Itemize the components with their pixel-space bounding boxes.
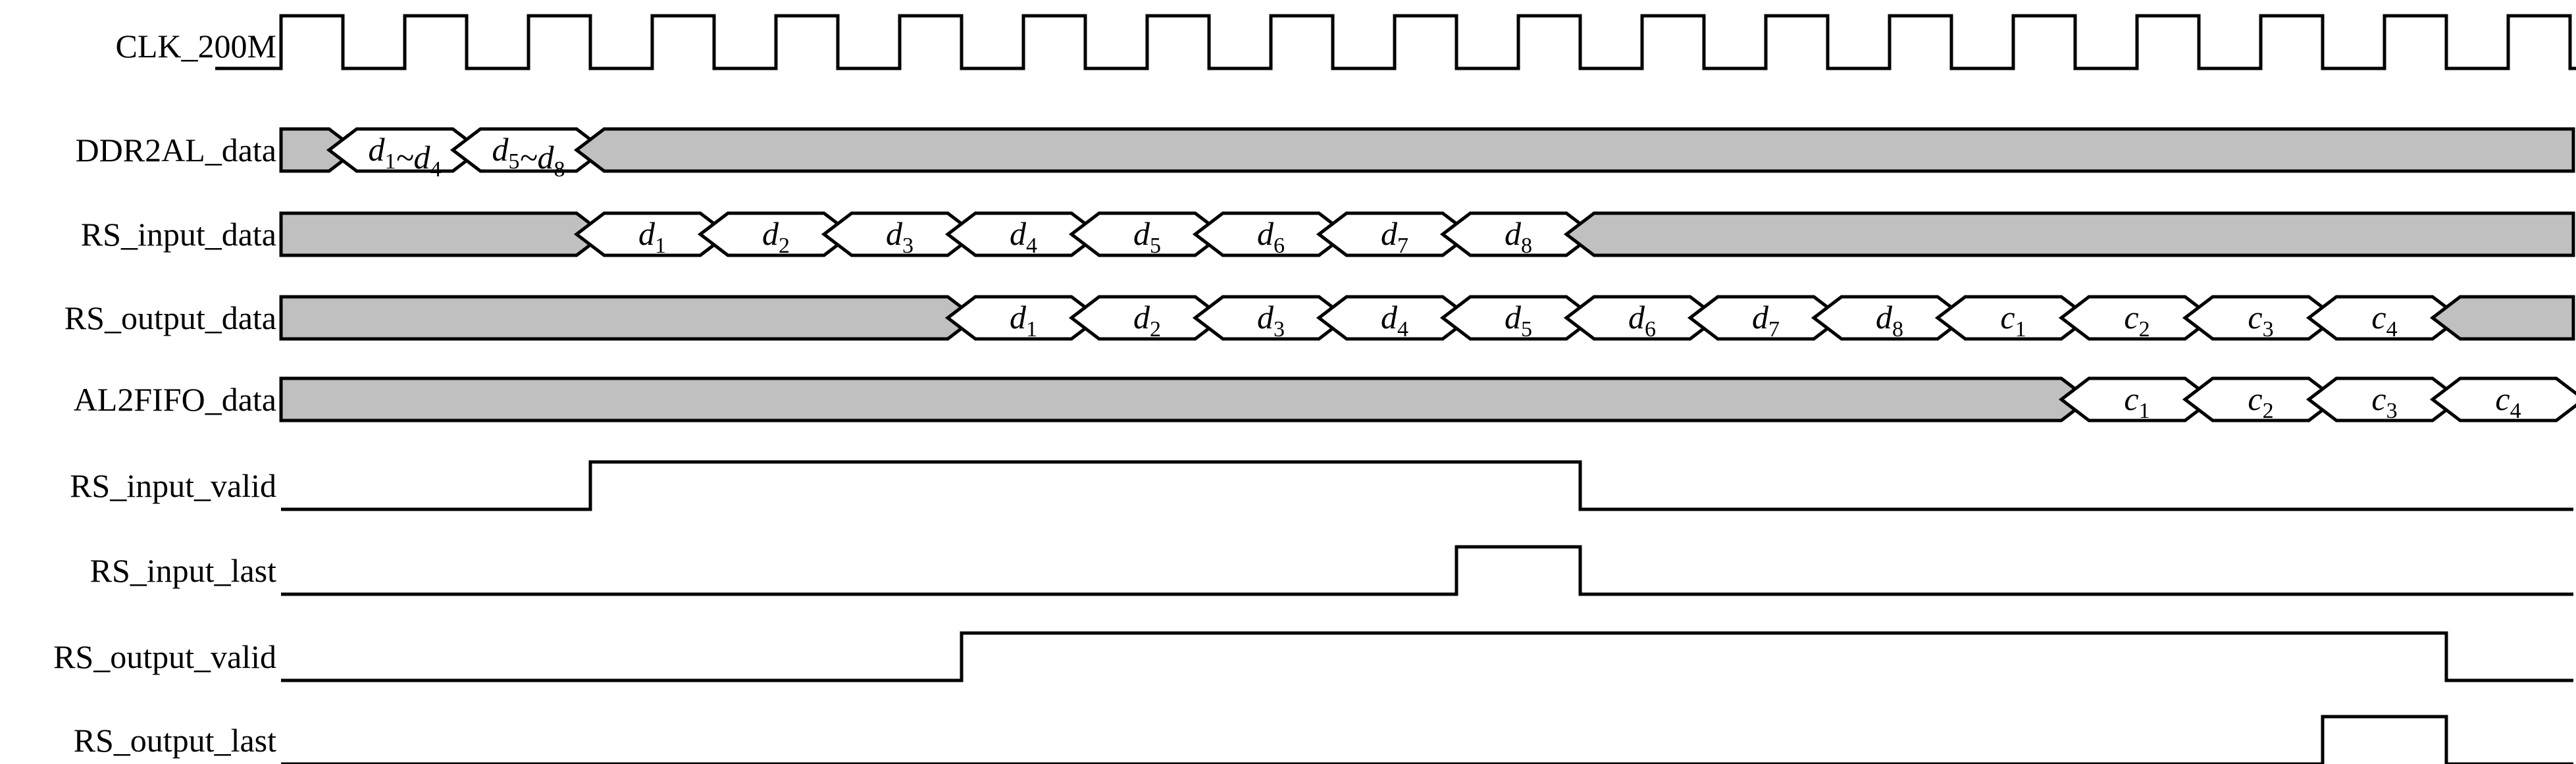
bus-segment-label: d7 (1752, 299, 1780, 342)
bus-segment-label: c3 (2371, 380, 2397, 423)
bus-segment-label: d7 (1381, 215, 1408, 258)
bus-data-segment (2429, 376, 2576, 422)
label-al2fifo-data: AL2FIFO_data (74, 381, 276, 418)
label-clk-200m: CLK_200M (116, 28, 276, 64)
bit-waveform (281, 715, 2573, 764)
wave-ddr2al-data: d1~d4 d5~d8 (279, 127, 2575, 182)
wave-rs-output-data: d1 d2 d3 d4 d5 d6 d7 d8 c1 c2 c3 c4 (279, 295, 2575, 342)
bus-segment-label: c3 (2248, 299, 2273, 342)
bus-segment-label: d4 (1381, 299, 1408, 342)
label-rs-output-last: RS_output_last (74, 722, 276, 759)
bit-waveform (281, 631, 2573, 682)
label-rs-output-data: RS_output_data (64, 299, 276, 336)
bus-segment-label: d2 (1133, 299, 1161, 342)
bus-segment-label: c4 (2495, 380, 2521, 423)
signal-labels: CLK_200M DDR2AL_dataRS_input_dataRS_outpu… (53, 28, 276, 759)
bus-segment-label: c4 (2371, 299, 2397, 342)
bus-idle-segment (279, 211, 607, 257)
bus-idle-segment (573, 127, 2575, 173)
bus-segment-label: c2 (2248, 380, 2273, 423)
bus-idle-segment (279, 295, 979, 341)
wave-rs-input-data: d1 d2 d3 d4 d5 d6 d7 d8 (279, 211, 2575, 258)
bus-segment-label: d2 (762, 215, 790, 258)
label-rs-input-last: RS_input_last (90, 552, 276, 589)
label-rs-output-valid: RS_output_valid (53, 638, 276, 675)
bus-segment-label: d3 (886, 215, 914, 258)
bus-segment-label: d6 (1257, 215, 1285, 258)
label-ddr2al-data: DDR2AL_data (76, 132, 277, 168)
bit-waveform (281, 460, 2573, 511)
bus-segment-label: c1 (2000, 299, 2026, 342)
wave-al2fifo-data: c1 c2 c3 c4 (279, 376, 2576, 423)
bus-segment-label: d1 (1010, 299, 1037, 342)
bus-segment-label: d6 (1628, 299, 1656, 342)
wave-rs-input-valid (281, 460, 2573, 511)
bus-segment-label: c2 (2124, 299, 2150, 342)
bus-segment-label: d3 (1257, 299, 1285, 342)
wave-rs-output-valid (281, 631, 2573, 682)
bus-segment-label: d8 (1505, 215, 1532, 258)
clock-waveform (215, 14, 2576, 70)
label-rs-input-data: RS_input_data (81, 216, 276, 253)
bus-segment-label: d4 (1010, 215, 1037, 258)
bus-idle-segment (279, 376, 2092, 422)
bus-segment-label: d5 (1505, 299, 1532, 342)
bus-segment-label: d1 (638, 215, 666, 258)
bus-segment-label: d5~d8 (492, 131, 565, 182)
bus-idle-segment (1563, 211, 2575, 257)
bus-segment-label: c1 (2124, 380, 2150, 423)
signal-waveforms: d1~d4 d5~d8 d1 d2 d3 d4 d5 d6 d7 d8 d1 d2 d3 d4 d5 d6 d7… (215, 14, 2576, 764)
wave-rs-output-last (281, 715, 2573, 764)
bus-idle-segment (2429, 295, 2575, 341)
bus-segment-label: d1~d4 (368, 131, 441, 182)
wave-rs-input-last (281, 545, 2573, 596)
bit-waveform (281, 545, 2573, 596)
bus-segment-label: d5 (1133, 215, 1161, 258)
label-rs-input-valid: RS_input_valid (70, 467, 276, 504)
bus-segment-label: d8 (1876, 299, 1903, 342)
